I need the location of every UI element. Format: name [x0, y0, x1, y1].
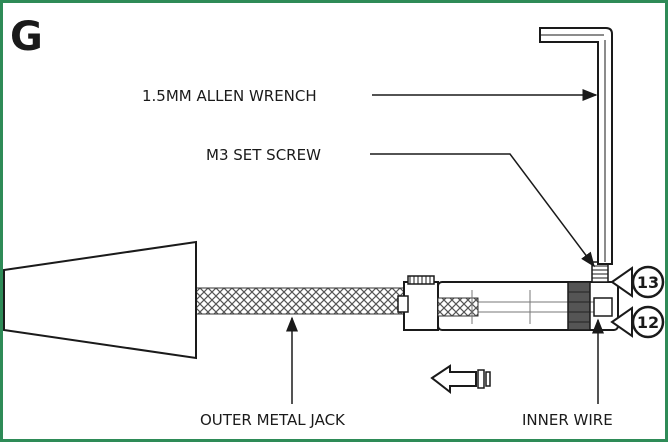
- callout-13: 13: [610, 265, 665, 299]
- cable-boot: [3, 240, 197, 360]
- connector-body: [437, 281, 619, 331]
- inner-wire-tip: [593, 297, 613, 317]
- label-set-screw: M3 SET SCREW: [206, 146, 321, 164]
- callout-13-number: 13: [637, 273, 659, 292]
- label-allen-wrench: 1.5MM ALLEN WRENCH: [142, 87, 317, 105]
- allen-wrench: [539, 27, 613, 265]
- label-outer-jack: OUTER METAL JACK: [200, 411, 346, 429]
- push-direction-arrow: [430, 364, 491, 395]
- grip-band: [567, 281, 591, 331]
- callout-12-number: 12: [637, 313, 659, 332]
- step-letter: G: [10, 14, 43, 60]
- leader-set-screw: [370, 153, 595, 268]
- label-inner-wire: INNER WIRE: [522, 411, 613, 429]
- threaded-collar: [397, 275, 439, 331]
- callout-12: 12: [610, 305, 665, 339]
